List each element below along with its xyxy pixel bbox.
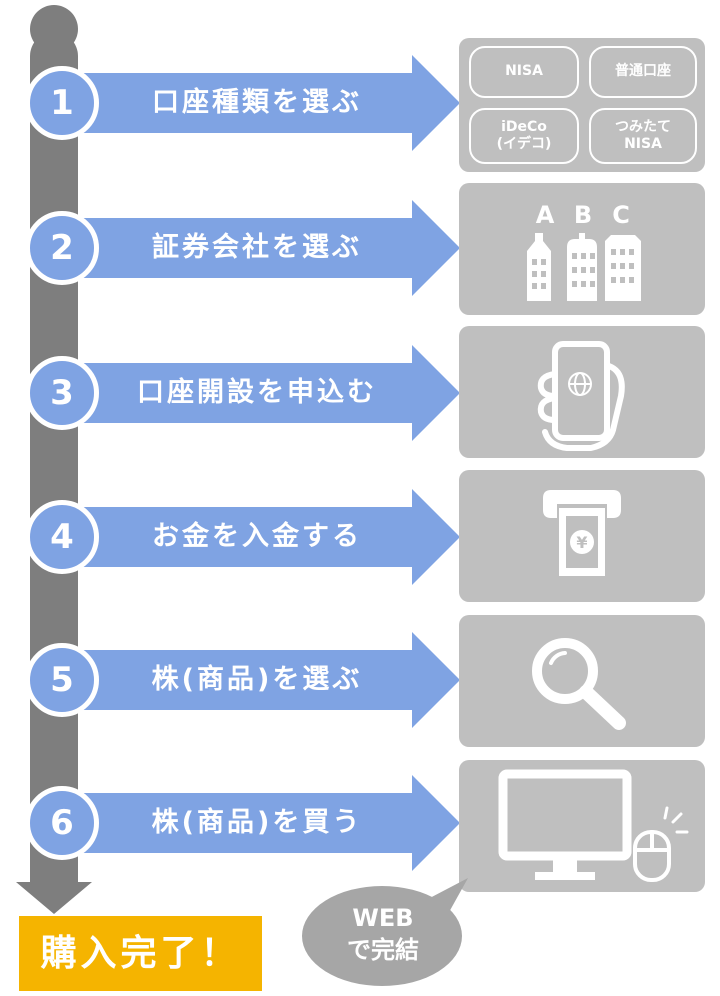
- step-3-number: 3: [25, 356, 99, 430]
- step-1-label: 口座種類を選ぶ: [152, 87, 362, 118]
- web-bubble-text: WEB で完結: [302, 902, 464, 966]
- step-1-number: 1: [25, 66, 99, 140]
- magnifier-icon: [532, 638, 626, 730]
- account-type-ideco: iDeCo (イデコ): [469, 108, 579, 164]
- timeline-head: [30, 5, 78, 53]
- step-6-label: 株(商品)を買う: [151, 807, 363, 838]
- timeline-bar: [30, 32, 78, 884]
- account-type-tsumitate-nisa: つみたて NISA: [589, 108, 697, 164]
- step-6-number: 6: [25, 786, 99, 860]
- securities-company-panel: A B C: [459, 183, 705, 315]
- step-1-arrow: [60, 55, 460, 151]
- step-4-number: 4: [25, 500, 99, 574]
- step-2-label: 証券会社を選ぶ: [152, 232, 362, 263]
- buy-product-panel: [459, 760, 705, 892]
- step-5-number: 5: [25, 643, 99, 717]
- application-panel: [459, 326, 705, 458]
- computer-mouse-icon: [498, 769, 689, 882]
- account-type-nisa: NISA: [469, 46, 579, 98]
- select-product-panel: [459, 615, 705, 747]
- svg-text:¥: ¥: [576, 533, 587, 552]
- step-4-label: お金を入金する: [152, 521, 362, 552]
- step-3-label: 口座開設を申込む: [137, 377, 377, 408]
- purchase-complete-badge: 購入完了！: [19, 916, 262, 991]
- timeline-arrow-tip: [16, 882, 92, 914]
- step-5-arrow: [60, 632, 460, 728]
- step-3-arrow: [60, 345, 460, 441]
- step-2-number: 2: [25, 211, 99, 285]
- deposit-panel: ¥: [459, 470, 705, 602]
- company-b-label: B: [574, 201, 592, 229]
- atm-cash-icon: ¥: [543, 490, 621, 576]
- step-5-label: 株(商品)を選ぶ: [151, 664, 363, 695]
- company-c-label: C: [612, 201, 630, 229]
- smartphone-icon: [537, 341, 625, 451]
- web-bubble-line1: WEB: [352, 904, 414, 932]
- account-type-regular: 普通口座: [589, 46, 697, 98]
- step-2-arrow: [60, 200, 460, 296]
- buildings-icon: A B C: [527, 201, 641, 301]
- company-a-label: A: [536, 201, 555, 229]
- account-types-panel: NISA 普通口座 iDeCo (イデコ) つみたて NISA: [459, 38, 705, 172]
- web-bubble: [302, 878, 468, 986]
- step-6-arrow: [60, 775, 460, 871]
- web-bubble-line2: で完結: [347, 936, 419, 964]
- step-4-arrow: [60, 489, 460, 585]
